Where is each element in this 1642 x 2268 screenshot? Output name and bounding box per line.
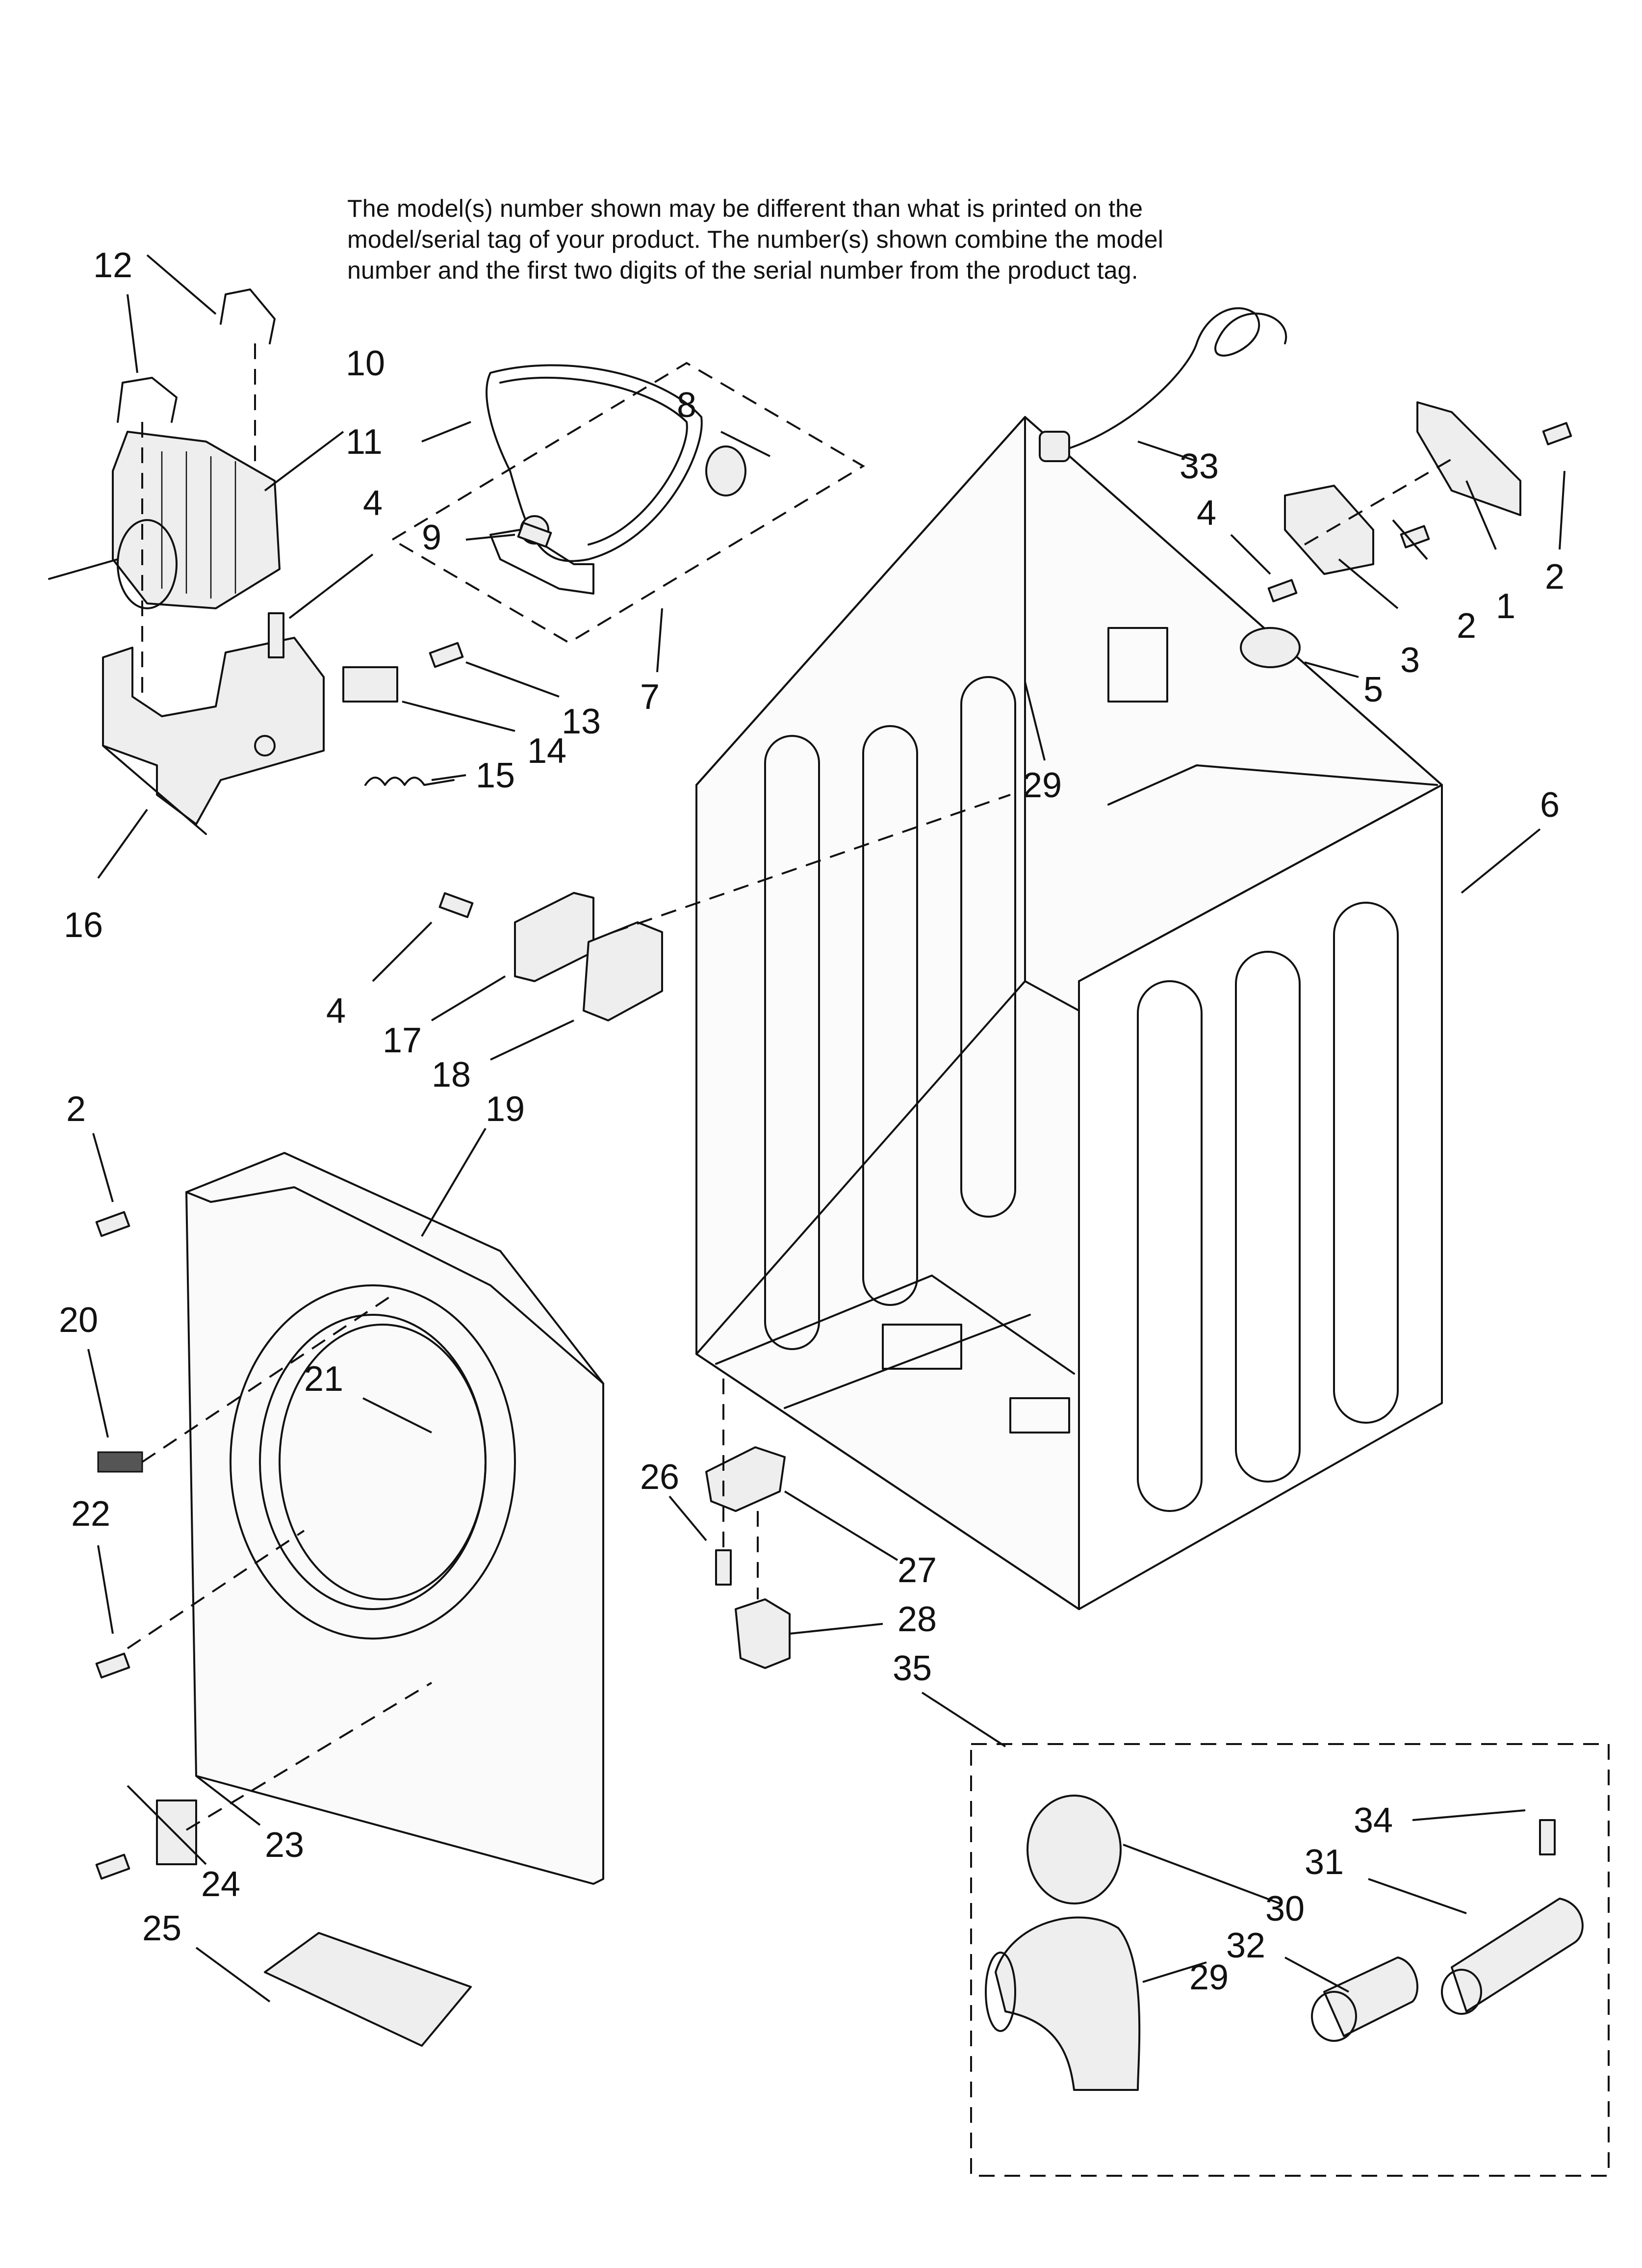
callout-12: 12 xyxy=(93,246,132,285)
literature-25 xyxy=(264,1932,472,2047)
model-note-line-1: The model(s) number shown may be differe… xyxy=(347,195,1143,222)
callout-14: 14 xyxy=(527,731,566,771)
callout-15: 15 xyxy=(476,756,515,795)
callout-19: 19 xyxy=(486,1090,525,1129)
power-cord xyxy=(1058,307,1287,452)
callout-29: 29 xyxy=(1023,766,1062,805)
model-note-line-3: number and the first two digits of the s… xyxy=(347,257,1138,284)
exhaust-hood-30 xyxy=(1026,1795,1122,1904)
motor-clip-right xyxy=(220,288,276,344)
terminal-cover-1 xyxy=(1416,401,1521,516)
callout-29-b: 29 xyxy=(1189,1958,1229,1997)
spring-15 xyxy=(364,777,455,786)
model-note-line-2: model/serial tag of your product. The nu… xyxy=(347,226,1164,253)
callout-21: 21 xyxy=(304,1359,343,1399)
exhaust-elbow-29 xyxy=(995,1916,1141,2091)
callout-13: 13 xyxy=(562,702,601,741)
callout-26: 26 xyxy=(640,1458,679,1497)
callout-31: 31 xyxy=(1305,1843,1344,1882)
callout-25: 25 xyxy=(142,1909,181,1948)
callout-5: 5 xyxy=(1363,670,1383,709)
callout-32: 32 xyxy=(1226,1926,1265,1965)
callout-18: 18 xyxy=(432,1055,471,1095)
callout-3: 3 xyxy=(1400,641,1420,680)
screw-34 xyxy=(1539,1819,1556,1855)
callout-4-c: 4 xyxy=(326,991,346,1031)
motor-drawing xyxy=(48,431,281,609)
callout-4-b: 4 xyxy=(1197,494,1216,533)
exhaust-pipe-31 xyxy=(1451,1898,1584,2012)
callout-23: 23 xyxy=(265,1825,304,1865)
callout-20: 20 xyxy=(59,1301,98,1340)
screw-26 xyxy=(715,1549,732,1586)
callout-7: 7 xyxy=(640,678,660,717)
front-panel-drawing xyxy=(95,1152,604,1885)
idler-kit-box xyxy=(390,362,865,644)
callout-35: 35 xyxy=(893,1649,932,1688)
callout-30: 30 xyxy=(1265,1889,1305,1929)
leg-plate-27 xyxy=(705,1446,786,1512)
callout-16: 16 xyxy=(64,906,103,945)
door-catch-23 xyxy=(156,1799,197,1865)
callout-9: 9 xyxy=(422,518,441,557)
callout-17: 17 xyxy=(383,1021,422,1060)
leveling-leg-28 xyxy=(735,1598,791,1669)
motor-clip-left xyxy=(117,377,178,423)
exhaust-kit-box xyxy=(970,1743,1610,2177)
callout-28: 28 xyxy=(898,1600,937,1639)
clip-20 xyxy=(97,1451,143,1473)
callout-34: 34 xyxy=(1354,1801,1393,1840)
screw-13 xyxy=(429,642,464,668)
screw-9 xyxy=(517,521,552,548)
cabinet-drawing xyxy=(695,416,1443,1610)
callout-6: 6 xyxy=(1540,785,1560,825)
callout-22: 22 xyxy=(71,1494,110,1534)
callout-1: 1 xyxy=(1496,587,1515,626)
bracket-18 xyxy=(583,921,663,1021)
drive-belt xyxy=(486,364,703,562)
switch-14 xyxy=(342,666,398,703)
callout-2-a: 2 xyxy=(1545,557,1565,597)
callout-labels: 12 10 11 8 9 4 7 13 14 15 16 33 4 2 1 2 … xyxy=(59,246,1565,1997)
door-switch-17 xyxy=(514,892,594,982)
callout-24: 24 xyxy=(201,1865,240,1904)
callout-11: 11 xyxy=(346,422,383,462)
grommet-5 xyxy=(1240,627,1301,668)
callout-27: 27 xyxy=(898,1551,937,1590)
callout-33: 33 xyxy=(1180,447,1219,486)
callout-4: 4 xyxy=(363,484,383,523)
callout-10: 10 xyxy=(346,344,385,383)
callout-8: 8 xyxy=(677,386,696,425)
motor-bracket-drawing xyxy=(102,637,325,835)
callout-2-c: 2 xyxy=(66,1090,86,1129)
callout-2-b: 2 xyxy=(1457,606,1476,646)
exhaust-clamp-32 xyxy=(1323,1956,1418,2037)
leader-lines xyxy=(87,254,1565,2003)
screw-4a xyxy=(268,612,284,658)
idler-pulley xyxy=(705,445,746,496)
